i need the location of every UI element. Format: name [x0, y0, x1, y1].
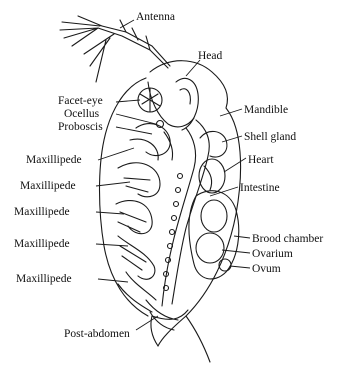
- label-heart: Heart: [248, 154, 274, 166]
- label-mandible: Mandible: [244, 104, 288, 116]
- leader-ocellus: [116, 114, 156, 124]
- label-shell-gland: Shell gland: [244, 131, 296, 143]
- leader-maxillipede-5: [98, 279, 128, 282]
- label-maxillipede-4: Maxillipede: [14, 238, 70, 250]
- maxillipedes-drawing: [116, 124, 170, 312]
- label-maxillipede-1: Maxillipede: [26, 154, 82, 166]
- label-head: Head: [198, 50, 223, 62]
- label-maxillipede-3: Maxillipede: [14, 206, 70, 218]
- label-intestine: Intestine: [240, 182, 280, 194]
- head-drawing: [138, 78, 198, 160]
- label-facet-eye: Facet-eye: [58, 95, 103, 107]
- label-ocellus: Ocellus: [64, 108, 100, 120]
- label-maxillipede-5: Maxillipede: [16, 273, 72, 285]
- leader-maxillipede-4: [96, 244, 128, 246]
- shell-gland-drawing: [200, 131, 227, 157]
- leader-heart: [224, 158, 246, 172]
- label-ovarium: Ovarium: [252, 248, 293, 260]
- leader-ovum: [230, 266, 250, 268]
- label-maxillipede-2: Maxillipede: [20, 180, 76, 192]
- antenna-drawing: [60, 16, 170, 82]
- leader-maxillipede-2: [96, 182, 130, 186]
- label-post-abdomen: Post-abdomen: [64, 328, 130, 340]
- label-proboscis: Proboscis: [58, 121, 103, 133]
- carapace-outline: [100, 61, 241, 362]
- leader-proboscis: [116, 127, 152, 134]
- label-antenna: Antenna: [136, 11, 175, 23]
- leader-maxillipede-1: [98, 148, 134, 160]
- label-ovum: Ovum: [252, 263, 281, 275]
- label-brood-chamber: Brood chamber: [252, 233, 323, 245]
- leader-intestine: [210, 187, 238, 196]
- leader-brood-chamber: [234, 236, 250, 238]
- leader-post-abdomen: [136, 316, 158, 330]
